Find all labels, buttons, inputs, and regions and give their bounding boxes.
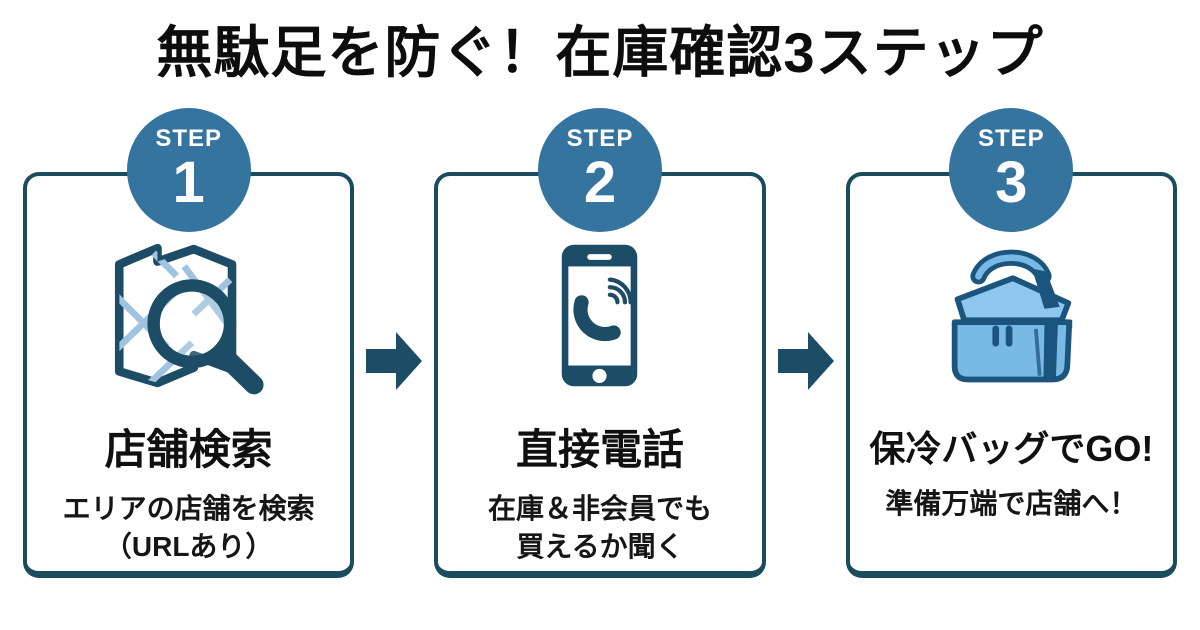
step-badge-label: STEP [566,124,634,152]
step-2-subtext-line1: 在庫＆非会員でも [487,492,712,524]
step-badge-number: 1 [172,149,205,215]
right-arrow-icon [766,331,846,390]
step-1-card: 店舗検索 エリアの店舗を検索 （URLあり） [23,171,355,578]
step-1-badge: STEP 1 [126,107,251,232]
step-badge-number: 3 [995,149,1028,215]
phone-call-icon [538,226,661,406]
step-3-subtext: 準備万端で店舗へ！ [885,485,1137,524]
step-badge-label: STEP [977,124,1045,152]
step-1-subtext: エリアの店舗を検索 （URLあり） [63,490,315,567]
page-title: 無駄足を防ぐ！在庫確認3ステップ [156,21,1044,84]
step-3-card: 保冷バッグでGO! 準備万端で店舗へ！ [845,171,1177,578]
step-3-badge: STEP 3 [949,107,1074,232]
steps-row: STEP 1 [0,107,1200,578]
step-2-subtext: 在庫＆非会員でも 買えるか聞く [488,490,712,567]
step-badge-number: 2 [583,149,617,215]
step-3-heading: 保冷バッグでGO! [869,427,1154,469]
step-1-panel: STEP 1 [23,107,355,578]
step-1-heading: 店舗検索 [104,425,273,473]
step-2-subtext-line2: 買えるか聞く [516,531,684,563]
step-3-panel: STEP 3 [845,107,1177,578]
step-2-badge: STEP 2 [537,107,662,232]
right-arrow-icon [354,331,434,390]
step-badge-label: STEP [155,124,222,152]
map-search-icon [98,226,280,406]
step-1-subtext-line2: （URLあり） [103,531,274,563]
step-2-heading: 直接電話 [515,425,684,473]
step-3-subtext-line1: 準備万端で店舗へ！ [885,487,1138,519]
step-2-card: 直接電話 在庫＆非会員でも 買えるか聞く [434,171,766,578]
step-1-subtext-line1: エリアの店舗を検索 [62,492,315,524]
cooler-bag-icon [925,226,1097,406]
step-2-panel: STEP 2 [434,107,766,578]
infographic-canvas: 無駄足を防ぐ！在庫確認3ステップ STEP 1 [0,22,1200,630]
